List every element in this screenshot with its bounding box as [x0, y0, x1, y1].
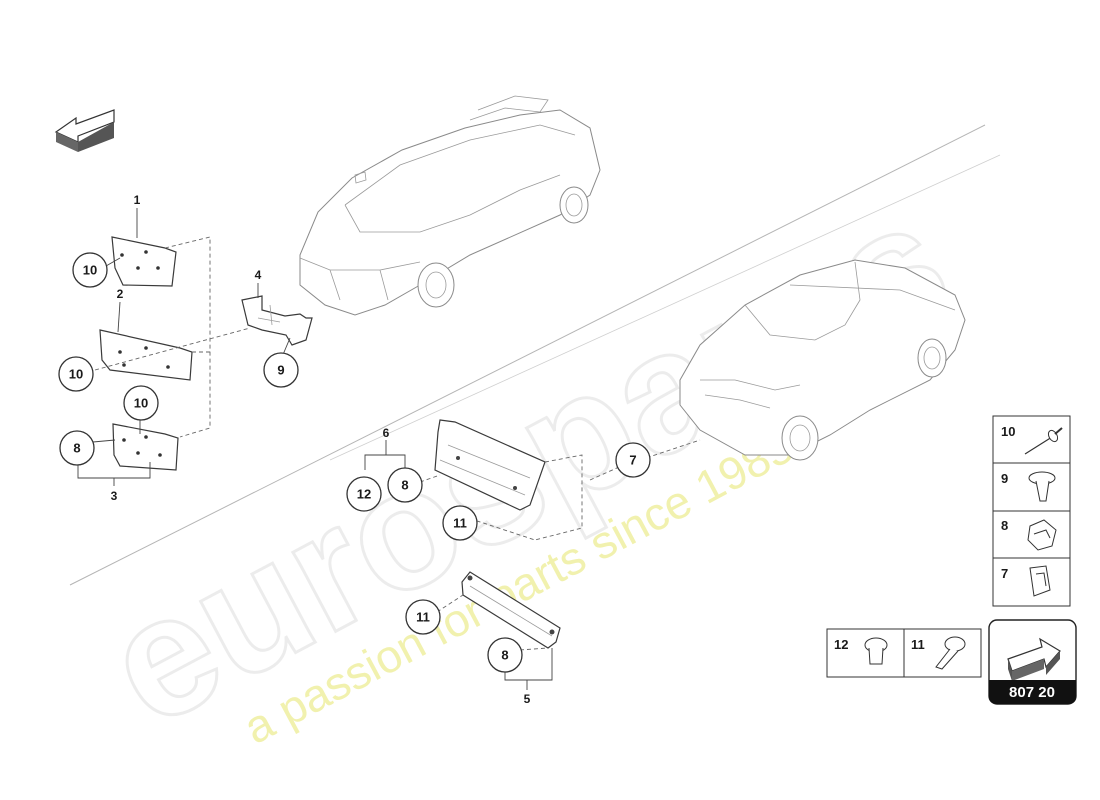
- assembly-line-left: [164, 236, 211, 438]
- svg-text:11: 11: [911, 637, 925, 652]
- clip-nut-icon: [1027, 519, 1057, 551]
- legend-item-bolt-flange: 11: [911, 636, 966, 670]
- svg-text:10: 10: [69, 367, 83, 382]
- svg-text:8: 8: [401, 478, 408, 493]
- svg-text:9: 9: [277, 363, 284, 378]
- spring-clip-icon: [1029, 565, 1051, 597]
- label-2: 2: [117, 287, 124, 301]
- push-clip-icon: [1028, 471, 1056, 502]
- callout-9: 9: [263, 352, 299, 388]
- legend-item-spring-clip: 7: [1001, 565, 1051, 597]
- svg-text:12: 12: [834, 637, 848, 652]
- flange-bolt-icon: [935, 636, 966, 670]
- svg-text:8: 8: [1001, 518, 1008, 533]
- label-6: 6: [383, 426, 390, 440]
- callout-8-left: 8: [59, 430, 95, 466]
- label-5: 5: [524, 692, 531, 706]
- bracket-part-5: [461, 571, 561, 649]
- legend-item-clip-nut: 8: [1001, 518, 1057, 551]
- page-number: 807 20: [1009, 684, 1055, 701]
- plate-part-1: [111, 236, 177, 287]
- car-front-view: [299, 95, 601, 316]
- svg-text:11: 11: [416, 610, 430, 625]
- perspective-line: [69, 124, 986, 586]
- bracket-part-6: [434, 419, 546, 511]
- callout-10-lower: 10: [123, 385, 159, 421]
- callout-11-lower: 11: [405, 599, 441, 635]
- plate-part-2: [99, 329, 193, 381]
- svg-text:8: 8: [501, 648, 508, 663]
- arrow-right-icon: [1007, 637, 1061, 681]
- page-number-box: 807 20: [988, 619, 1077, 705]
- rivet-icon: [1024, 427, 1063, 455]
- callout-8-lower: 8: [487, 637, 523, 673]
- arrow-left-icon: [54, 109, 115, 152]
- plate-part-3: [112, 423, 179, 471]
- svg-text:7: 7: [629, 453, 636, 468]
- svg-text:12: 12: [357, 487, 371, 502]
- round-bolt-icon: [864, 637, 888, 665]
- callout-10-top: 10: [72, 252, 108, 288]
- legend-item-bolt-round: 12: [834, 637, 888, 665]
- svg-text:10: 10: [1001, 424, 1015, 439]
- svg-text:10: 10: [83, 263, 97, 278]
- legend-item-push-clip: 9: [1001, 471, 1056, 502]
- callout-10-middle: 10: [58, 356, 94, 392]
- bracket-part-4: [241, 295, 313, 346]
- svg-text:9: 9: [1001, 471, 1008, 486]
- callout-7: 7: [615, 442, 651, 478]
- callout-11-upper: 11: [442, 505, 478, 541]
- svg-text:11: 11: [453, 516, 467, 531]
- legend-panel: 10 9 8 7: [992, 415, 1071, 607]
- legend-bottom-panel: 12 11: [826, 628, 982, 678]
- svg-text:8: 8: [73, 441, 80, 456]
- svg-text:10: 10: [134, 396, 148, 411]
- perspective-line-2: [329, 154, 1001, 461]
- callout-12: 12: [346, 476, 382, 512]
- label-1: 1: [134, 193, 141, 207]
- label-3: 3: [111, 489, 118, 503]
- car-rear-view: [679, 259, 966, 461]
- svg-text:7: 7: [1001, 566, 1008, 581]
- label-4: 4: [255, 268, 262, 282]
- legend-item-rivet: 10: [1001, 424, 1063, 455]
- callout-8-middle: 8: [387, 467, 423, 503]
